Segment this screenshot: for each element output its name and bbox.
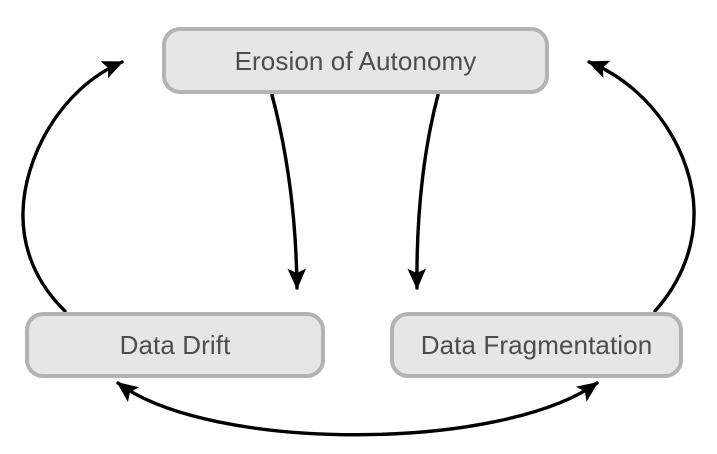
node-label: Erosion of Autonomy <box>234 45 477 76</box>
edge-fragment-to-erosion <box>587 60 696 313</box>
node-label: Data Drift <box>119 330 231 360</box>
edge-erosion-to-fragment <box>407 93 440 290</box>
edge-drift-fragment-bidirectional <box>116 381 599 437</box>
node-erosion-of-autonomy[interactable]: Erosion of Autonomy <box>162 27 549 94</box>
edge-drift-to-erosion <box>21 60 124 313</box>
edge-erosion-to-drift <box>270 93 307 290</box>
node-data-drift[interactable]: Data Drift <box>25 312 325 378</box>
node-label: Data Fragmentation <box>420 330 653 360</box>
node-data-fragmentation[interactable]: Data Fragmentation <box>390 312 683 378</box>
